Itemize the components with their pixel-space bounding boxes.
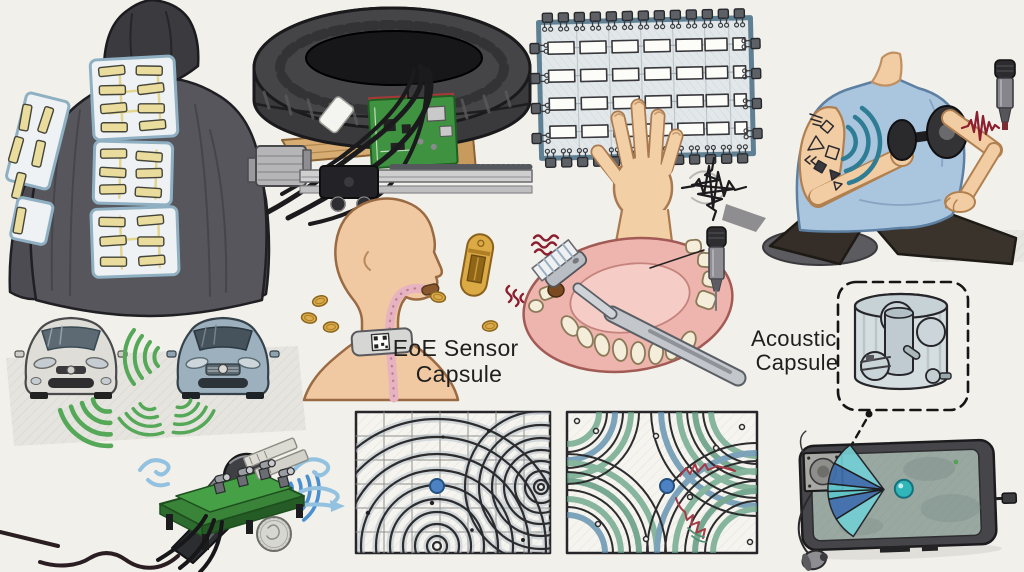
waveform-star-icon [680,156,748,222]
mic-ball-bottom [925,368,941,384]
sensor-marker-dot [659,478,675,494]
wind-arrowhead [330,500,345,512]
mic-position-circles [573,417,754,546]
back-sensor-panel-1 [88,54,180,142]
neckband-sensor [350,327,414,357]
scene-eoe-sensor-capsule: EoE Sensor Capsule [299,197,525,403]
hand [590,98,684,244]
audio-waveform [960,110,1001,142]
target-dot [893,478,914,499]
acoustic-beam-fan [827,443,885,538]
mic-pointer-line [649,249,705,269]
car-blue [166,316,280,399]
dashed-pointer-line [849,418,868,448]
dashed-callout-box [836,280,970,412]
scene-sensor-grid-panel [529,8,763,244]
scene-smartphone-beam [797,430,1018,571]
pointer-dot [865,410,873,418]
sensor-marker-dot [429,478,445,494]
eoe-capsule-label: EoE Sensor Capsule [393,335,525,387]
scene-tire-test-rig [247,6,533,226]
arm-tattoo-sensors [804,113,843,191]
sleeve-sensor-panel-2 [9,196,55,246]
scene-dumbbell-workout [722,51,1024,266]
scene-acoustic-capsule: Acoustic Capsule [751,280,970,448]
earbud-icon [801,549,828,571]
bench-shadow [722,204,766,232]
scene-mic-airflow-board [0,437,345,572]
mems-microphones [213,459,295,495]
scene-car-acoustic-ranging [6,316,306,455]
chest-sound-waves [840,105,883,186]
red-interference-scribbles [675,463,736,539]
eoe-label-line2: Capsule [416,361,503,387]
acoustic-capsule-label: Acoustic Capsule [751,326,843,375]
cable-tape [318,96,355,134]
electric-toothbrush-icon [531,239,747,387]
acoustic-label-line2: Capsule [756,350,839,375]
acoustic-label-line1: Acoustic [751,326,837,351]
quarter-coin-icon [256,516,292,552]
sleeve-sensor-panel-1 [5,91,71,201]
scene-wavefield-plot-grid [354,410,552,555]
scatter-dots [365,429,525,542]
back-sensor-panel-3 [89,205,181,279]
microphone-icon [994,59,1016,130]
scene-dental-brushing [505,226,747,387]
capsule-cylinder [853,292,952,391]
board-wires [156,514,224,572]
rest-arm [941,109,1003,213]
gold-capsule-device [459,233,495,297]
neck [870,51,903,87]
car-silver [14,316,128,399]
wavefronts [356,412,550,553]
scene-wavefield-plot-corners [565,410,759,555]
earbud-wire [797,492,813,555]
back-sensor-panel-2 [91,139,175,207]
led-indicator [953,459,959,465]
scene-sensor-hoodie [5,0,271,318]
mic-sphere-right [916,317,946,347]
stepper-motor [247,145,312,187]
plug-attachment [1001,492,1018,505]
vibration-squiggles [505,234,560,308]
sensor-board [156,437,309,572]
eoe-label-line1: EoE Sensor [393,335,519,361]
microphone-icon [706,226,727,311]
